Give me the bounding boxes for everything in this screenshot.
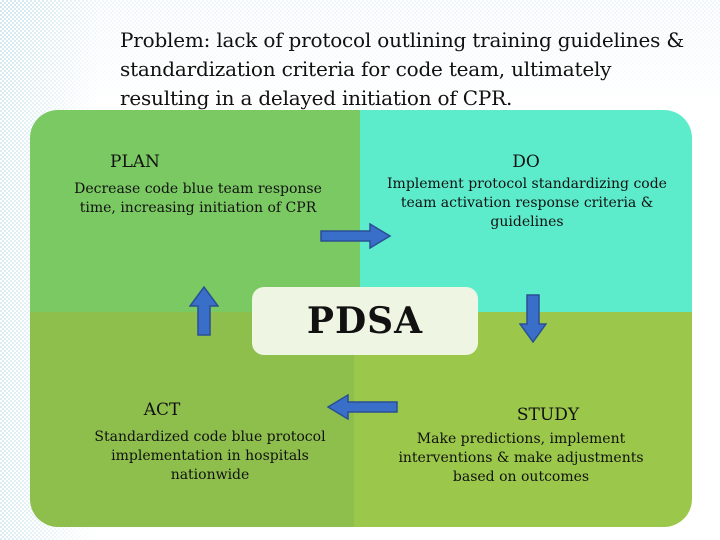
left-arrow-icon bbox=[326, 394, 398, 420]
problem-statement: Problem: lack of protocol outlining trai… bbox=[120, 28, 684, 110]
pdsa-center-label: PDSA bbox=[252, 287, 478, 355]
right-arrow-icon bbox=[320, 223, 392, 249]
do-heading: DO bbox=[512, 152, 540, 172]
act-quadrant: ACT Standardized code blue protocol impl… bbox=[30, 312, 354, 527]
act-description: Standardized code blue protocol implemen… bbox=[94, 429, 326, 483]
plan-description: Decrease code blue team response time, i… bbox=[74, 181, 322, 216]
up-arrow-icon bbox=[189, 286, 219, 336]
do-quadrant: DO Implement protocol standardizing code… bbox=[360, 110, 692, 312]
do-description: Implement protocol standardizing code te… bbox=[387, 176, 667, 230]
down-arrow-icon bbox=[519, 294, 547, 344]
plan-heading: PLAN bbox=[110, 152, 160, 172]
background-texture-top bbox=[0, 0, 720, 110]
plan-quadrant: PLAN Decrease code blue team response ti… bbox=[30, 110, 360, 312]
study-description: Make predictions, implement intervention… bbox=[398, 431, 644, 485]
act-heading: ACT bbox=[143, 400, 181, 420]
study-heading: STUDY bbox=[516, 405, 580, 425]
